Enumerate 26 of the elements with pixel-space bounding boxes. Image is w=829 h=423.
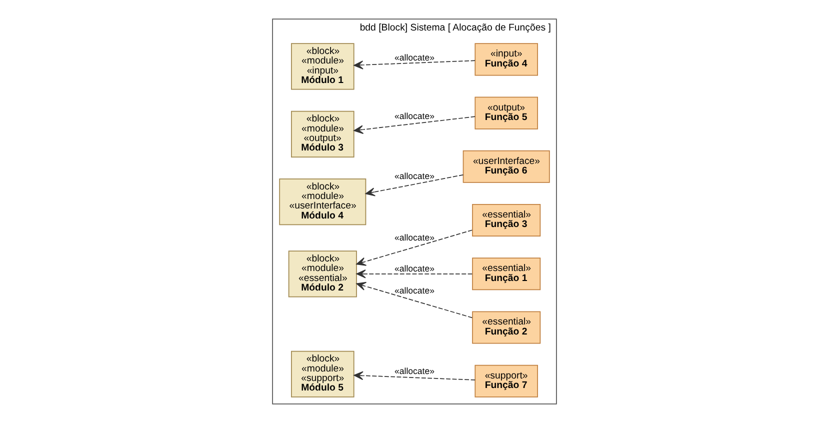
node-box: «block» «module» «essential» Módulo 2 — [288, 250, 357, 298]
node-box: «support» Função 7 — [474, 364, 538, 398]
arrow — [356, 282, 473, 318]
node-box: «block» «module» «input» Módulo 1 — [291, 43, 354, 90]
arrow — [354, 371, 476, 380]
node-box: «input» Função 4 — [474, 43, 538, 76]
node-box: «block» «module» «output» Módulo 3 — [291, 110, 354, 158]
node-box: «userInterface» Função 6 — [462, 150, 550, 183]
edge-label: «allocate» — [394, 263, 434, 274]
arrow — [354, 60, 476, 70]
node-box: «essential» Função 2 — [472, 311, 541, 344]
edge-label: «allocate» — [394, 52, 434, 62]
node-box: «essential» Função 3 — [472, 204, 541, 237]
arrow — [356, 270, 473, 278]
edge-label: «allocate» — [394, 232, 434, 243]
node-box: «output» Função 5 — [474, 96, 538, 130]
node-box: «block» «module» «support» Módulo 5 — [291, 350, 354, 398]
edge-label: «allocate» — [394, 366, 434, 376]
edge-label: «allocate» — [394, 285, 434, 296]
arrow — [354, 116, 476, 134]
arrow — [356, 230, 473, 266]
arrow — [365, 174, 464, 196]
edge-label: «allocate» — [394, 170, 434, 181]
edge-label: «allocate» — [394, 111, 434, 122]
node-box: «block» «module» «userInterface» Módulo 4 — [279, 178, 366, 226]
node-box: «essential» Função 1 — [472, 258, 541, 290]
